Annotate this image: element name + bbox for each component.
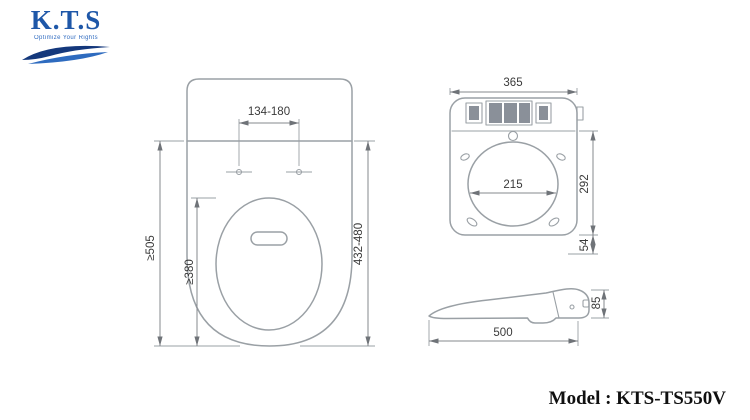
dim-label-rear-depth: 54 — [579, 238, 591, 251]
dim-min-inner-length: ≥380 — [184, 197, 216, 346]
seat-outline — [449, 97, 584, 236]
dim-rear-depth: 54 — [568, 235, 598, 255]
seat-bumper-lower-left — [466, 217, 478, 227]
bowl-slot — [250, 231, 288, 246]
control-key — [489, 103, 502, 123]
seat-bumper-lower-right — [548, 217, 560, 227]
control-button-left-fill — [469, 106, 479, 120]
side-profile-outline — [428, 288, 590, 324]
wave-lower — [28, 52, 108, 65]
dim-min-overall-length: ≥505 — [145, 140, 240, 347]
dim-label-height: 85 — [591, 297, 603, 310]
hinge-knob — [507, 130, 519, 142]
dim-label-overall-width: 365 — [503, 77, 522, 89]
brand-logo-tagline: Optimize Your Rights — [33, 35, 99, 42]
side-connector-tab — [576, 106, 584, 121]
dim-inner-width: 215 — [470, 179, 556, 196]
control-key — [504, 103, 517, 123]
seat-bumper-upper-right — [556, 153, 566, 161]
seat-opening-oval — [467, 141, 559, 227]
side-profile — [428, 288, 590, 324]
seat-side-view: 500 85 — [428, 288, 609, 346]
toilet-top-view: 134-180 ≥505 ≥380 432-480 — [145, 78, 375, 347]
dim-hole-spacing: 134-180 — [238, 106, 300, 166]
dim-label-overall-length: 500 — [493, 327, 512, 339]
wave-upper — [22, 46, 110, 61]
dim-label-min-inner-length: ≥380 — [184, 259, 196, 285]
dim-seat-length-range: 432-480 — [300, 140, 375, 347]
seat-bumper-upper-left — [460, 153, 470, 161]
control-key — [519, 103, 530, 123]
model-label: Model : KTS-TS550V — [548, 388, 726, 409]
toilet-outline — [186, 78, 353, 347]
seat-body-outline — [449, 97, 578, 236]
seat-top-view: 365 215 292 54 — [449, 77, 598, 255]
bowl-inner-oval — [215, 197, 323, 331]
dim-seat-depth: 292 — [579, 130, 598, 236]
toilet-body-outline — [186, 140, 353, 347]
wave-swoosh-icon — [22, 46, 110, 65]
dim-label-inner-width: 215 — [503, 179, 522, 191]
dim-label-hole-spacing: 134-180 — [248, 106, 290, 118]
control-button-left — [465, 102, 483, 124]
brand-logo-text: K.T.S — [30, 5, 102, 35]
dim-label-seat-length-range: 432-480 — [353, 223, 365, 265]
rear-fitting — [582, 299, 590, 308]
toilet-lid-outline — [186, 78, 353, 142]
control-button-right — [535, 102, 552, 124]
brand-logo: K.T.S Optimize Your Rights — [16, 6, 116, 66]
dim-label-min-overall-length: ≥505 — [145, 235, 157, 261]
dim-overall-width: 365 — [449, 77, 578, 95]
dim-overall-length: 500 — [428, 320, 579, 346]
control-panel — [485, 100, 533, 126]
control-button-right-fill — [539, 106, 548, 120]
dim-label-seat-depth: 292 — [579, 174, 591, 193]
hinge-detail — [569, 304, 575, 310]
seam-line — [552, 291, 560, 319]
dim-height: 85 — [591, 289, 609, 319]
